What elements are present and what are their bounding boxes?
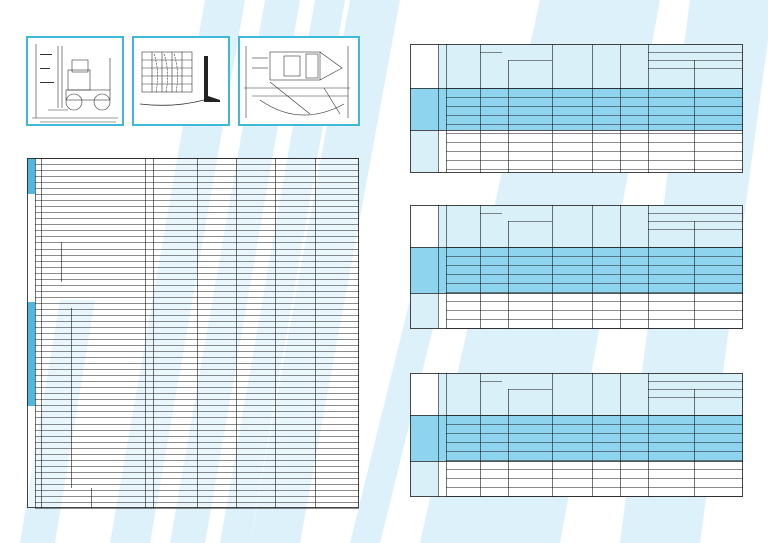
load-chart-drawing [139,51,220,106]
stripe [220,0,345,543]
section-band [27,302,35,406]
capacity-table [410,44,743,173]
stripe [110,0,245,543]
stripe [350,300,440,543]
forklift-top-drawing [244,46,350,118]
figure-truck-side-view [26,36,124,126]
section-label-cell [410,461,438,497]
table-header [410,373,743,415]
table-header [410,205,743,247]
table-base [27,158,359,508]
stripe [250,0,400,543]
forklift-side-drawing [32,44,118,123]
stripe [170,0,300,543]
figure-load-chart [132,36,230,126]
capacity-table [410,205,743,329]
table-frame [410,373,743,497]
figure-truck-top-view [238,36,360,126]
table-header [410,44,743,88]
corner-cell [410,373,438,415]
table-frame [27,158,359,508]
corner-cell [410,44,438,88]
section-label-cell [410,130,438,173]
section-band [410,88,743,130]
section-band [27,158,35,194]
stripe [20,300,95,543]
section-band [410,415,743,461]
section-label-cell [410,293,438,329]
table-frame [410,205,743,329]
corner-cell [410,205,438,247]
table-frame [410,44,743,173]
spec-table [27,158,359,509]
section-band [410,247,743,293]
capacity-table [410,373,743,497]
